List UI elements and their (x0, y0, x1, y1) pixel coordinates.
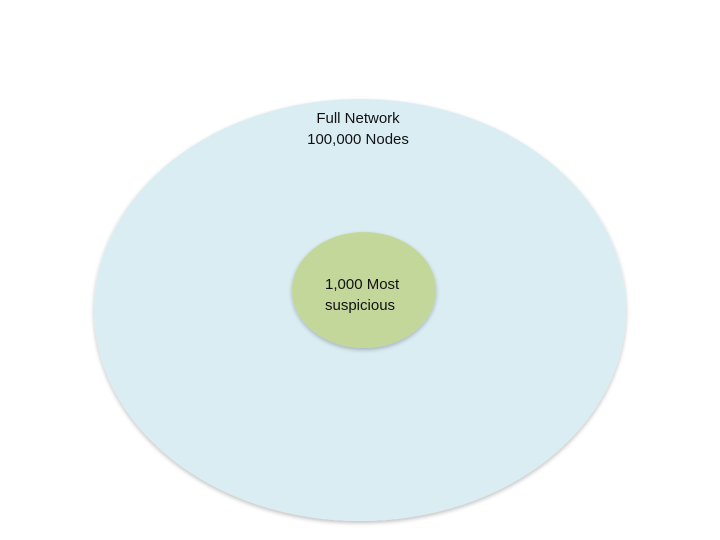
most-suspicious-text: suspicious (325, 297, 396, 314)
most-suspicious-count: 1,000 Most (325, 276, 400, 293)
full-network-count: 100,000 Nodes (307, 131, 409, 148)
full-network-title: Full Network (316, 110, 400, 127)
full-network-label: Full Network 100,000 Nodes (258, 108, 458, 150)
most-suspicious-label: 1,000 Most suspicious (325, 274, 435, 316)
most-suspicious-ellipse (292, 232, 436, 348)
